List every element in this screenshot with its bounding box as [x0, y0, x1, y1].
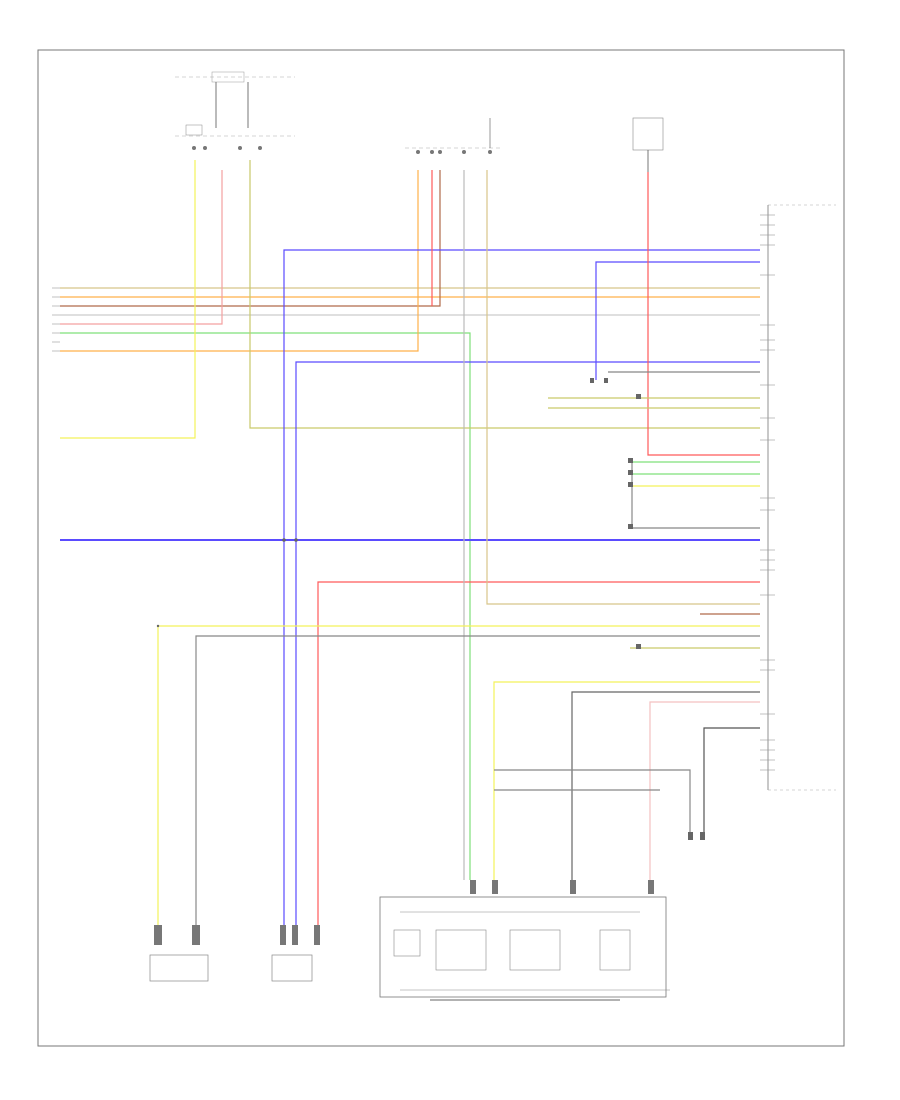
wire-gray-6 [494, 769, 691, 838]
wire-blue-4 [295, 361, 760, 925]
wire-yellow-5 [493, 681, 760, 880]
diagram-frame [37, 49, 845, 1047]
wire-gray-4 [571, 691, 760, 880]
wire-green-1 [60, 332, 471, 880]
wire-pink-2 [649, 701, 760, 880]
wire-gray-mid [631, 462, 760, 529]
wire-gray-5 [703, 727, 760, 838]
wire-orange-2 [60, 170, 419, 352]
connector-markers [156, 378, 705, 840]
ecm-pin-stubs [760, 214, 775, 771]
wire-yellow-4 [157, 625, 760, 925]
wire-blue-3 [595, 261, 760, 380]
wire-yellow-2 [249, 160, 760, 429]
ecm-module-component [767, 204, 836, 791]
instrument-cluster-component [175, 71, 295, 150]
wire-blue-1 [283, 249, 760, 925]
wire-yellow-left [60, 160, 196, 439]
left-connector-stubs [52, 287, 60, 352]
wire-red-1 [647, 172, 760, 456]
wire-harness [60, 160, 760, 925]
fuel-tank-pressure-sensor-component [271, 925, 320, 982]
fuel-pump-module-component [379, 880, 670, 1001]
relay-center-component [405, 118, 500, 154]
wire-pink-1 [60, 170, 223, 325]
fuel-gauge-sender-top-component [632, 117, 664, 172]
wire-tan-relay [486, 170, 760, 605]
front-fuel-level-sensor-component [149, 925, 209, 982]
wire-brown-1 [60, 170, 441, 307]
wire-red-2 [317, 581, 760, 925]
wire-gray-2 [195, 635, 760, 925]
